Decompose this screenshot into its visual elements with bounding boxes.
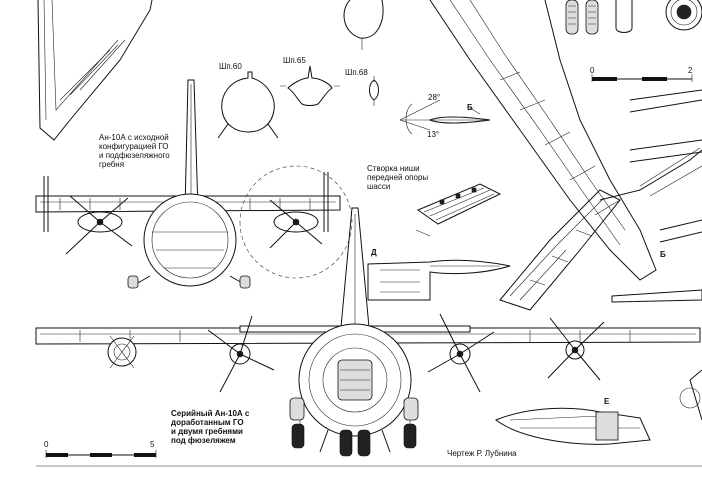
aircraft-front-view-serial (35, 207, 702, 457)
view-label-b-right: Б (660, 250, 666, 259)
section-label-65: Шп.65 (283, 56, 306, 65)
caption-serial-config: Серийный Ан-10А с доработанным ГО и двум… (171, 409, 250, 445)
angle-label-lower: 13° (427, 130, 440, 139)
scale-bottom-end: 5 (150, 440, 155, 449)
wheel-details-top (565, 0, 702, 35)
caption-original-config: Ан-10А с исходной конфигурацией ГО и под… (99, 133, 170, 169)
section-circle-top (343, 0, 384, 50)
angle-label-upper: 28° (428, 93, 441, 102)
view-label-b-top: Б (467, 103, 473, 112)
section-frame-68 (369, 76, 379, 106)
section-label-68: Шп.68 (345, 68, 368, 77)
view-label-e: Е (604, 397, 610, 406)
detail-d-fairing (367, 259, 511, 301)
detail-e-fairing (494, 407, 651, 445)
wing-planform-right-lower (499, 189, 702, 311)
scale-bar-bottom (45, 450, 157, 458)
scale-top-end: 2 (688, 66, 693, 75)
section-label-60: Шп.60 (219, 62, 242, 71)
section-frame-60 (217, 71, 279, 139)
scale-top-start: 0 (590, 66, 595, 75)
caption-author: Чертеж Р. Лубнина (447, 449, 517, 458)
wing-planform-right (429, 0, 702, 281)
tailplane-angle-diagram (399, 99, 491, 135)
section-frame-65 (280, 65, 340, 106)
gear-door-detail (415, 183, 502, 237)
view-label-d: Д (371, 248, 377, 257)
caption-gear-door: Створка ниши передней опоры шасси (367, 164, 429, 191)
wing-planform-top-left (37, 0, 153, 141)
scale-bar-top (591, 74, 693, 82)
aircraft-front-view-original (35, 79, 353, 289)
scale-bottom-start: 0 (44, 440, 49, 449)
